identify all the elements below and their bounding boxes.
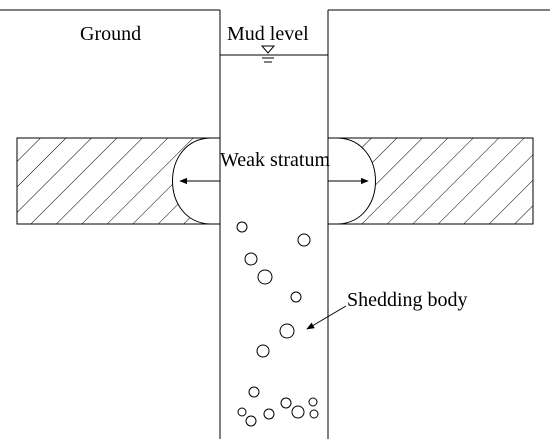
ground-label: Ground (80, 23, 141, 45)
shedding-body-leader (306, 305, 347, 330)
water-level-icon (260, 45, 276, 63)
particle (248, 386, 260, 398)
particle (279, 323, 295, 339)
particle (263, 408, 275, 420)
shedding-particles (236, 221, 319, 427)
particle (257, 269, 273, 285)
particle (244, 252, 258, 266)
particle (290, 291, 302, 303)
particle (291, 405, 305, 419)
particle (236, 221, 248, 233)
particle (245, 415, 257, 427)
particle (237, 407, 247, 417)
mud-level-label: Mud level (227, 23, 309, 45)
weak-stratum-label: Weak stratum (220, 149, 330, 171)
particle (256, 344, 270, 358)
particle (309, 409, 319, 419)
particle (280, 397, 292, 409)
particle (308, 397, 318, 407)
particle (297, 233, 311, 247)
shedding-body-label: Shedding body (347, 289, 468, 311)
